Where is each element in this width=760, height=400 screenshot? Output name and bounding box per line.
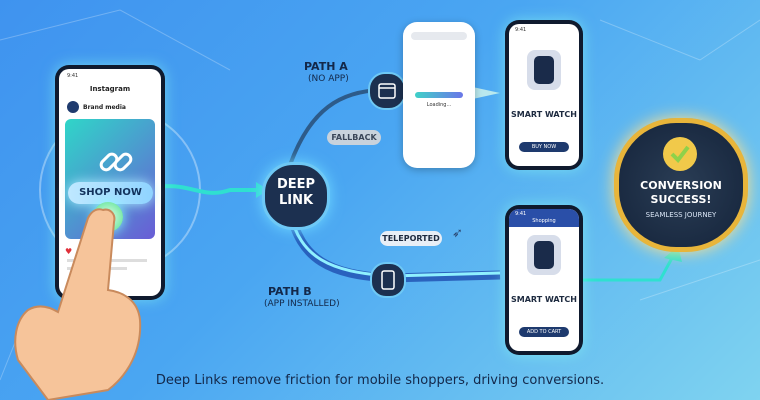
- app-header-title: Shopping: [532, 218, 556, 224]
- url-bar: [411, 32, 467, 40]
- watch-icon: [534, 241, 554, 269]
- account-name: Brand media: [83, 104, 126, 111]
- link-icon: [99, 152, 133, 172]
- app-node: [370, 262, 406, 298]
- product-phone-a: 9:41 SMART WATCH BUY NOW: [505, 20, 583, 170]
- path-a-arrowhead: [468, 86, 500, 100]
- loading-text: Loading...: [426, 102, 452, 108]
- watch-image: [527, 235, 561, 275]
- teleported-badge: TELEPORTED: [380, 231, 442, 246]
- deep-link-badge: DEEP LINK: [262, 162, 330, 230]
- path-a-title: PATH A: [304, 60, 348, 73]
- add-to-cart-button[interactable]: ADD TO CART: [519, 327, 569, 337]
- app-header: 9:41 Shopping: [509, 209, 579, 227]
- status-time: 9:41: [515, 211, 527, 217]
- path-b-title: PATH B: [268, 285, 312, 298]
- path-a-subtitle: (NO APP): [308, 74, 349, 84]
- browser-icon: [378, 83, 396, 99]
- success-line2: SUCCESS!: [650, 193, 712, 206]
- product-screen-b: 9:41 Shopping SMART WATCH ADD TO CART: [509, 209, 579, 351]
- avatar: [67, 101, 79, 113]
- connector-shop-to-link: [149, 184, 260, 195]
- shop-now-button[interactable]: SHOP NOW: [68, 182, 153, 204]
- path-b-subtitle: (APP INSTALLED): [264, 299, 340, 309]
- heart-icon: ♥: [65, 247, 73, 256]
- caption: Deep Links remove friction for mobile sh…: [155, 373, 605, 388]
- watch-image: [527, 50, 561, 90]
- browser-node: [368, 72, 406, 110]
- buy-now-button[interactable]: BUY NOW: [519, 142, 569, 152]
- fallback-badge: FALLBACK: [327, 130, 381, 145]
- rocket-icon: ➶: [452, 226, 463, 241]
- browser-phone: Loading...: [403, 22, 475, 168]
- success-line3: SEAMLESS JOURNEY: [645, 211, 717, 219]
- watch-icon: [534, 56, 554, 84]
- deep-link-line1: DEEP: [276, 177, 316, 192]
- success-badge: CONVERSION SUCCESS! SEAMLESS JOURNEY: [614, 118, 748, 252]
- check-icon: [670, 145, 690, 163]
- hand-icon: [14, 208, 142, 400]
- connector-to-success: [582, 257, 674, 282]
- status-time: 9:41: [515, 27, 527, 33]
- product-title-a: SMART WATCH: [510, 110, 577, 119]
- loading-bar: [415, 92, 463, 98]
- check-badge: [663, 137, 697, 171]
- product-title-b: SMART WATCH: [510, 295, 577, 304]
- phone-app-icon: [381, 270, 395, 290]
- status-time: 9:41: [67, 73, 79, 79]
- product-screen-a: 9:41 SMART WATCH BUY NOW: [509, 24, 579, 166]
- deep-link-line2: LINK: [278, 193, 314, 208]
- success-line1: CONVERSION: [640, 179, 722, 192]
- app-name: Instagram: [89, 85, 131, 93]
- product-phone-b: 9:41 Shopping SMART WATCH ADD TO CART: [505, 205, 583, 355]
